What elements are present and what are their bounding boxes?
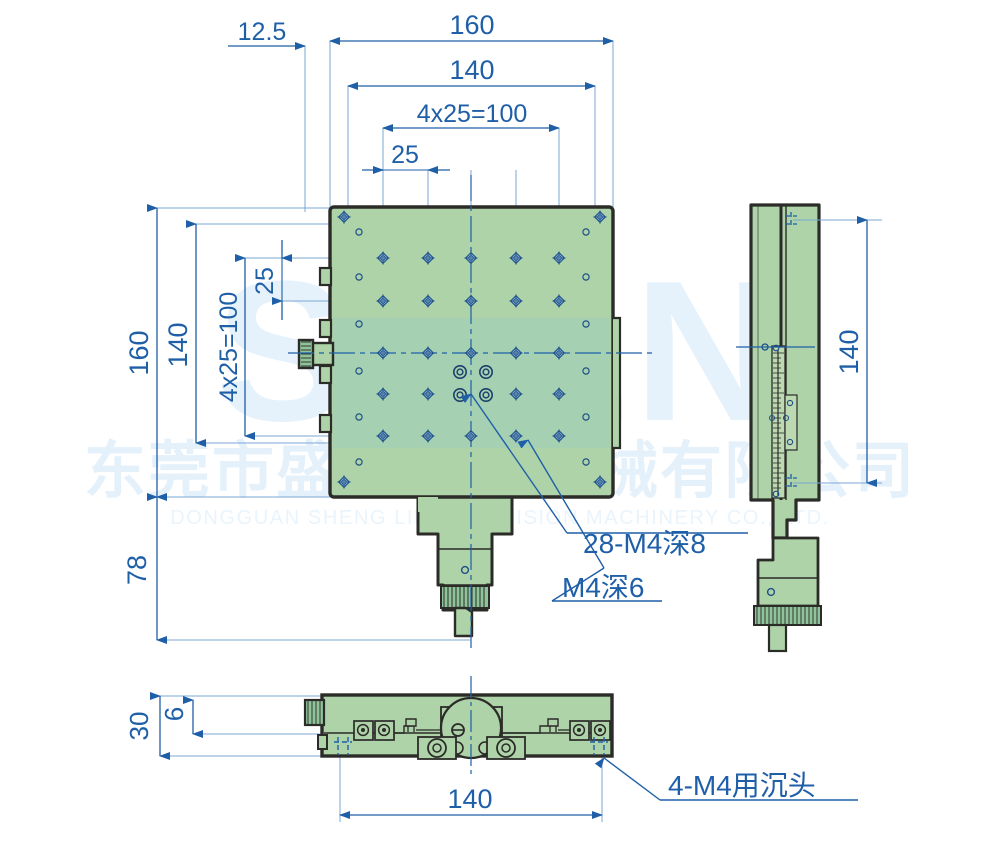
bottom-screw-group-left [353, 718, 441, 741]
dim-4x25-y-label: 4x25=100 [215, 292, 243, 403]
dim-25-y-label: 25 [251, 267, 279, 295]
dim-78: 78 [122, 493, 167, 644]
side-micrometer-knurl [753, 605, 822, 626]
right-side-view: 140 [736, 203, 882, 653]
bottom-adjuster-knob [303, 698, 328, 750]
bottom-screw-group-right [502, 718, 611, 741]
bottom-bearing-blocks [417, 736, 526, 760]
dim-140-bottom-label: 140 [447, 784, 492, 814]
dim-25-x: 25 [362, 141, 450, 174]
front-top-view: 12.5 160 140 4x25=100 25 [122, 10, 748, 648]
dim-25-y: 25 [251, 240, 292, 320]
dim-140-side: 140 [834, 216, 877, 487]
dim-160-height: 160 [124, 204, 167, 501]
dim-140-side-label: 140 [834, 329, 864, 374]
dim-6: 6 [159, 696, 203, 738]
dim-140-bottom: 140 [339, 784, 603, 819]
dim-30: 30 [124, 692, 170, 760]
dim-4x25-y: 4x25=100 [215, 254, 255, 440]
callout-28-m4-label: 28-M4深8 [583, 528, 706, 559]
dim-4x25-x-label: 4x25=100 [417, 100, 528, 128]
dim-25-x-label: 25 [391, 141, 419, 169]
callout-underlines [551, 532, 748, 602]
dim-140-height-label: 140 [163, 322, 193, 367]
micrometer-knurl [440, 585, 490, 609]
counterbore-leader [594, 757, 858, 801]
hidden-counterbores [334, 737, 608, 755]
side-adjuster-knob [297, 338, 335, 370]
hidden-lines-side [785, 212, 797, 490]
front-view-body [288, 175, 655, 648]
dim-12-5: 12.5 [228, 18, 306, 50]
callout-m4-depth6-label: M4深6 [562, 572, 644, 603]
dim-140-width: 140 [347, 55, 596, 90]
vernier-scale [761, 343, 798, 499]
barrel-hole-icon [460, 565, 470, 575]
dim-6-label: 6 [159, 707, 189, 721]
dim-160-height-label: 160 [124, 330, 154, 375]
bottom-front-view: 30 6 140 [124, 676, 858, 822]
dim-140-width-label: 140 [449, 55, 494, 85]
callout-leaders [460, 393, 605, 569]
callout-4-m4-countersink-label: 4-M4用沉头 [668, 770, 816, 801]
dim-12-5-label: 12.5 [238, 18, 287, 46]
dim-140-height: 140 [163, 220, 206, 447]
dim-4x25-x: 4x25=100 [382, 100, 560, 132]
dim-160-width: 160 [329, 10, 614, 45]
dim-78-label: 78 [122, 555, 152, 585]
dim-30-label: 30 [124, 712, 154, 741]
dim-160-width-label: 160 [449, 10, 494, 40]
